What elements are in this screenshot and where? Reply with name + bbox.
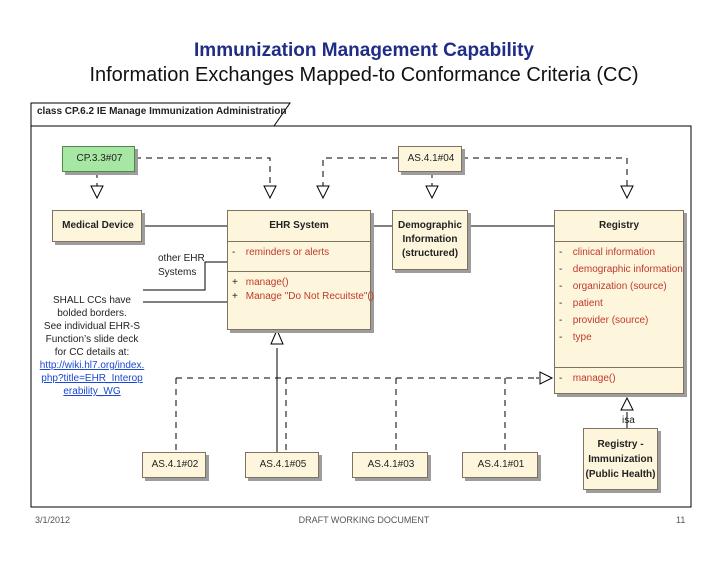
registry-attribute: - demographic information xyxy=(559,264,683,275)
as-4-1-05-box[interactable]: AS.4.1#05 xyxy=(245,452,319,478)
footer-page-number: 11 xyxy=(676,515,686,525)
registry-imm-line-3: (Public Health) xyxy=(585,469,656,480)
demographic-line-1: Demographic xyxy=(398,220,462,231)
note-line: Function’s slide deck xyxy=(45,334,139,345)
ehr-operation: + Manage "Do Not Recuitste"() xyxy=(232,291,375,302)
footer-center: DRAFT WORKING DOCUMENT xyxy=(298,515,430,525)
registry-title: Registry xyxy=(598,220,639,231)
registry-attribute: - provider (source) xyxy=(559,315,649,326)
as-4-1-01-box[interactable]: AS.4.1#01 xyxy=(462,452,538,478)
as-4-1-02-label: AS.4.1#02 xyxy=(151,459,199,470)
slide-title: Immunization Management Capability xyxy=(194,40,534,61)
as-4-1-02-box[interactable]: AS.4.1#02 xyxy=(142,452,206,478)
demographic-info-box[interactable]: Demographic Information (structured) xyxy=(392,210,468,270)
registry-divider-1 xyxy=(555,241,683,242)
demographic-line-3: (structured) xyxy=(401,248,459,259)
ehr-divider-1 xyxy=(228,241,370,242)
diagram-frame-label: class CP.6.2 IE Manage Immunization Admi… xyxy=(37,106,287,117)
note-line: bolded borders. xyxy=(57,308,127,319)
as-4-1-03-box[interactable]: AS.4.1#03 xyxy=(352,452,428,478)
footer-date: 3/1/2012 xyxy=(35,515,71,525)
note-line: SHALL CCs have xyxy=(53,295,131,306)
cp-3-3-07-label: CP.3.3#07 xyxy=(76,153,123,164)
other-ehr-label-2: Systems xyxy=(158,267,197,278)
demographic-line-2: Information xyxy=(402,234,458,245)
isa-label: isa xyxy=(622,415,635,426)
as-4-1-03-label: AS.4.1#03 xyxy=(367,459,415,470)
medical-device-box[interactable]: Medical Device xyxy=(52,210,142,242)
other-ehr-label-1: other EHR xyxy=(158,253,205,264)
wiki-link[interactable]: php?title=EHR_Interop xyxy=(41,373,143,384)
wiki-link[interactable]: http://wiki.hl7.org/index. xyxy=(39,360,145,371)
ehr-operation: + manage() xyxy=(232,277,289,288)
note-line: for CC details at: xyxy=(54,347,130,358)
cp-3-3-07-box[interactable]: CP.3.3#07 xyxy=(62,146,135,172)
ehr-divider-2 xyxy=(228,271,370,272)
registry-divider-2 xyxy=(555,367,683,368)
registry-attribute: - patient xyxy=(559,298,603,309)
ehr-attribute: - reminders or alerts xyxy=(232,247,330,258)
registry-imm-line-2: Immunization xyxy=(588,454,653,465)
registry-operation: - manage() xyxy=(559,373,616,384)
ehr-system-box[interactable]: EHR System - reminders or alerts + manag… xyxy=(227,210,375,330)
registry-immunization-box[interactable]: Registry - Immunization (Public Health) xyxy=(583,428,658,490)
as-4-1-04-label: AS.4.1#04 xyxy=(407,153,455,164)
registry-box[interactable]: Registry - clinical information - demogr… xyxy=(554,210,684,394)
as-4-1-01-label: AS.4.1#01 xyxy=(477,459,525,470)
ehr-system-title: EHR System xyxy=(269,220,329,231)
medical-device-label: Medical Device xyxy=(62,220,134,231)
registry-attribute: - clinical information xyxy=(559,247,656,258)
note-line: See individual EHR-S xyxy=(43,321,141,332)
registry-attribute: - type xyxy=(559,332,592,343)
as-4-1-05-label: AS.4.1#05 xyxy=(259,459,307,470)
registry-imm-line-1: Registry - xyxy=(597,439,644,450)
slide-subtitle: Information Exchanges Mapped-to Conforma… xyxy=(89,64,639,86)
registry-attribute: - organization (source) xyxy=(559,281,667,292)
wiki-link[interactable]: erability_WG xyxy=(63,386,121,397)
as-4-1-04-box[interactable]: AS.4.1#04 xyxy=(398,146,462,172)
